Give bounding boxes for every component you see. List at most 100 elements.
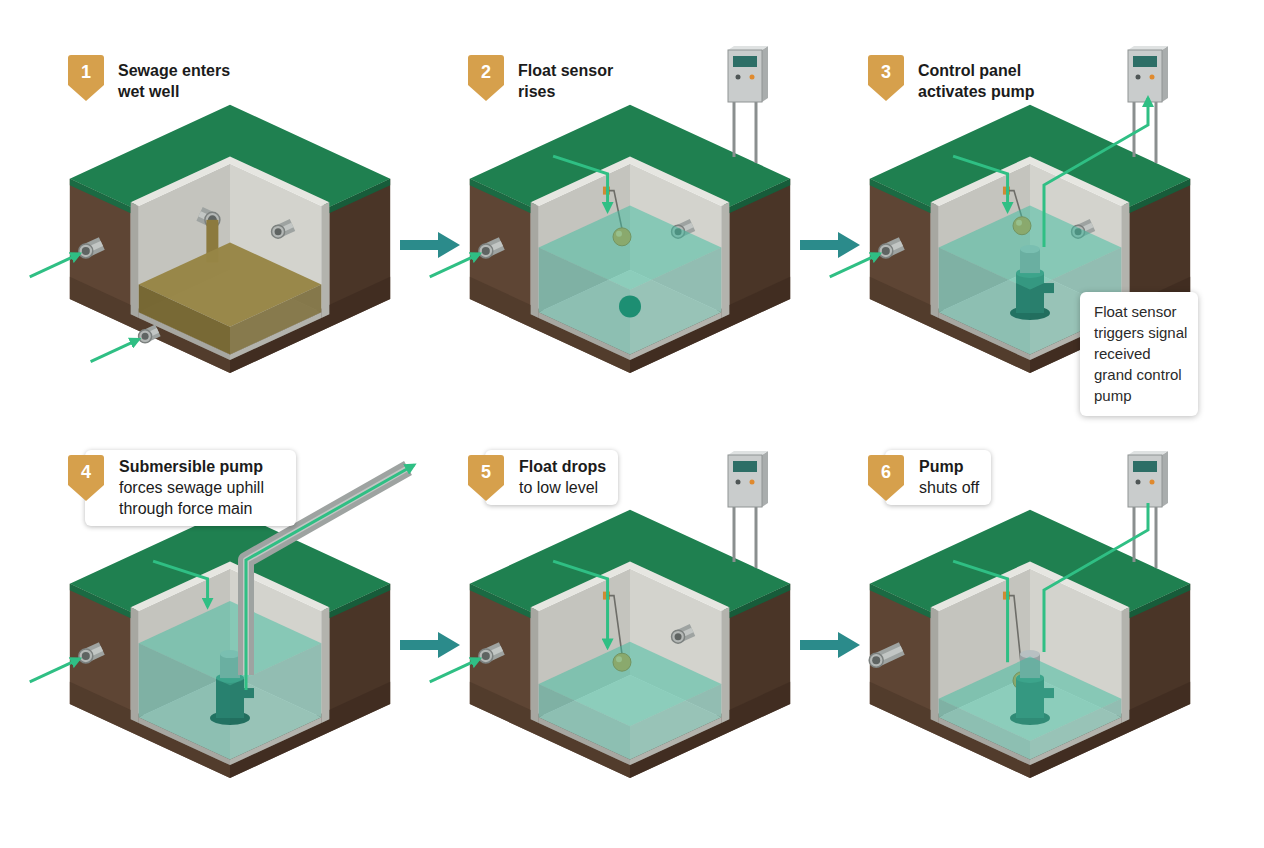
panel-box (728, 50, 762, 102)
wet-well-illustration (430, 46, 790, 373)
wall-end (721, 202, 729, 318)
panel-box (728, 455, 762, 507)
badge-fill (868, 55, 904, 101)
step-heading-line: forces sewage uphill through force main (119, 477, 284, 519)
panel-top (728, 451, 768, 455)
liquid-front (1030, 699, 1121, 760)
liquid-front (539, 248, 630, 355)
panel-leg (755, 507, 758, 568)
wet-well-illustration (869, 451, 1190, 778)
step-heading-line: Pump (919, 456, 979, 477)
panel-leg (1133, 507, 1136, 562)
flow-line (430, 254, 480, 277)
liquid-front (630, 248, 721, 355)
flow-line (153, 561, 207, 607)
panel-side (1162, 451, 1168, 507)
flow-line (953, 561, 1007, 662)
step-badge: 2 (468, 55, 504, 101)
pipe-end (479, 649, 493, 663)
badge-fill (868, 455, 904, 501)
step-heading-line: to low level (519, 477, 606, 498)
wall-end (721, 607, 729, 723)
wall-top (531, 156, 730, 206)
step-heading: Float sensor rises (518, 60, 638, 102)
wall-end (931, 607, 939, 723)
step-number: 5 (468, 455, 504, 489)
step-badge: 4 (68, 455, 104, 501)
wet-well-illustration (30, 105, 390, 373)
step-caption-box: Float dropsto low level (485, 450, 618, 505)
wall-end (131, 202, 139, 318)
panel-switch (736, 480, 741, 485)
step-heading-line: Submersible pump (119, 456, 284, 477)
flow-line (30, 659, 80, 682)
panel-top (728, 46, 768, 50)
pipe-bore (482, 652, 490, 660)
panel-switch (736, 75, 741, 80)
pipe-end (139, 330, 152, 343)
liquid-front (139, 285, 230, 355)
step-panel: Float dropsto low level 5 (462, 450, 798, 790)
panel-switch (1136, 480, 1141, 485)
step-heading-text: Pumpshuts off (919, 456, 979, 498)
step-heading-line: Float sensor rises (518, 60, 638, 102)
flow-line (1044, 503, 1148, 652)
panel-screen (733, 56, 757, 67)
panel-lamp (1150, 75, 1155, 80)
liquid-front (230, 285, 321, 355)
panel-side (762, 451, 768, 507)
step-heading-line: shuts off (919, 477, 979, 498)
liquid-front (139, 643, 230, 759)
step-badge: 1 (68, 55, 104, 101)
step-panel: Submersible pumpforces sewage uphill thr… (62, 450, 398, 790)
panel-leg (733, 507, 736, 562)
pipe-end (272, 225, 285, 238)
step-caption-box: Submersible pumpforces sewage uphill thr… (85, 450, 296, 526)
pipe-end (672, 630, 685, 643)
control-panel (728, 451, 768, 568)
step-heading: Control panel activates pump (918, 60, 1043, 102)
step-arrow (800, 640, 844, 650)
pipe-bore (82, 247, 90, 255)
wall-end (321, 607, 329, 723)
callout-text: Float sensor triggers signal received gr… (1094, 301, 1188, 406)
step-heading-line: Control panel activates pump (918, 60, 1043, 102)
step-number: 3 (868, 55, 904, 89)
wall-end (931, 202, 939, 318)
panel-switch (1136, 75, 1141, 80)
step-badge: 3 (868, 55, 904, 101)
step-arrow (400, 640, 444, 650)
panel-leg (1133, 102, 1136, 157)
panel-screen (733, 461, 757, 472)
panel-leg (1155, 507, 1158, 568)
wall-top (931, 561, 1130, 611)
step-number: 1 (68, 55, 104, 89)
step-heading-text: Float sensor rises (518, 60, 638, 102)
pipe-end (869, 653, 883, 667)
wall-end (131, 607, 139, 723)
liquid-front (630, 684, 721, 760)
wall-end (531, 202, 539, 318)
flow-line (1044, 98, 1148, 247)
step-panel: Pumpshuts off6 (862, 450, 1198, 790)
pipe-end (879, 244, 893, 258)
panel-lamp (1150, 480, 1155, 485)
wall-end (321, 202, 329, 318)
pipe-bore (82, 652, 90, 660)
wall-end (531, 607, 539, 723)
pipe-bore (142, 333, 149, 340)
liquid-front (539, 684, 630, 760)
step-number: 4 (68, 455, 104, 489)
panel-screen (1133, 461, 1157, 472)
step-number: 2 (468, 55, 504, 89)
step-heading-text: Control panel activates pump (918, 60, 1043, 102)
panel-leg (733, 102, 736, 157)
panel-box (1128, 455, 1162, 507)
panel-box (1128, 50, 1162, 102)
step-heading-text: Float dropsto low level (519, 456, 606, 498)
flow-line (30, 254, 80, 277)
panel-lamp (750, 480, 755, 485)
flow-line (553, 156, 607, 211)
